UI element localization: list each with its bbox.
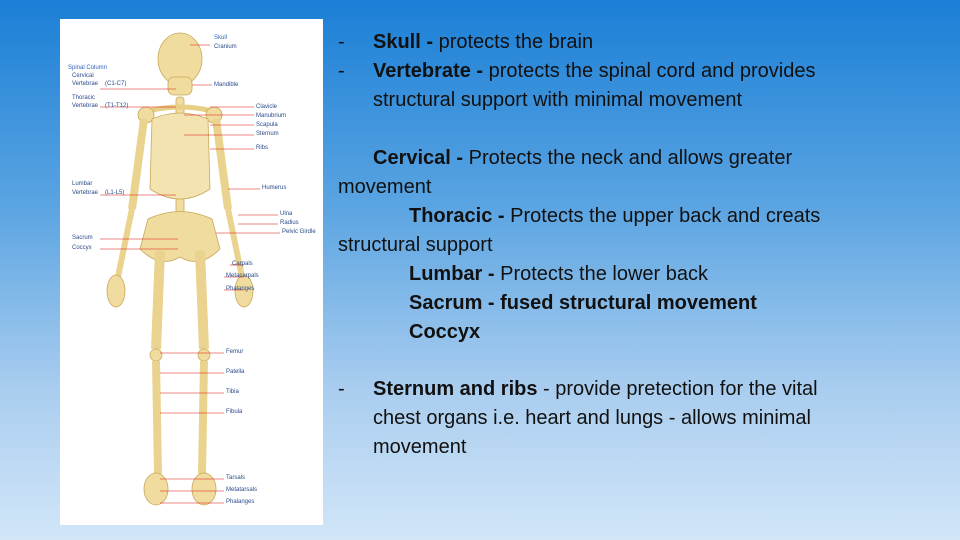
label-radius: Radius bbox=[280, 220, 299, 226]
cervical-line: Cervical - Protects the neck and allows … bbox=[373, 144, 792, 173]
label-vertebrae-l: Vertebrae bbox=[72, 190, 99, 196]
cervical-desc: Protects the neck and allows greater bbox=[463, 147, 793, 169]
label-t-range: (T1-T12) bbox=[105, 103, 129, 109]
thoracic-desc-cont: structural support bbox=[338, 234, 493, 256]
label-metatarsals: Metatarsals bbox=[226, 487, 258, 493]
label-phalanges-hand: Phalanges bbox=[226, 286, 255, 292]
label-spinal-column: Spinal Column bbox=[68, 65, 108, 71]
thoracic-line: Thoracic - Protects the upper back and c… bbox=[409, 202, 820, 231]
skeleton-figure: Skull Cranium Mandible Spinal Column Cer… bbox=[60, 19, 323, 525]
bullet-dash: - bbox=[338, 378, 345, 400]
coccyx-text: Coccyx bbox=[409, 321, 481, 343]
label-lumbar: Lumbar bbox=[72, 181, 93, 187]
label-vertebrae-c: Vertebrae bbox=[72, 81, 99, 87]
thoracic-desc: Protects the upper back and creats bbox=[504, 205, 821, 227]
label-femur: Femur bbox=[226, 349, 244, 355]
lumbar-line: Lumbar - Protects the lower back bbox=[409, 260, 708, 289]
skull-desc: protects the brain bbox=[433, 31, 594, 53]
label-sacrum: Sacrum bbox=[72, 235, 93, 241]
label-cervical: Cervical bbox=[72, 73, 94, 79]
label-sternum: Sternum bbox=[256, 131, 279, 137]
label-coccyx: Coccyx bbox=[72, 245, 92, 251]
label-phalanges-foot: Phalanges bbox=[226, 499, 255, 505]
bullet-skull: - Skull - protects the brain bbox=[338, 28, 593, 57]
label-thoracic: Thoracic bbox=[72, 95, 96, 101]
label-metacarpals: Metacarpals bbox=[226, 273, 259, 279]
label-fibula: Fibula bbox=[226, 409, 243, 415]
lumbar-desc: Protects the lower back bbox=[494, 263, 708, 285]
cervical-desc-cont: movement bbox=[338, 176, 432, 198]
sacrum-text: Sacrum - fused structural movement bbox=[409, 292, 757, 314]
bullet-sternum: - Sternum and ribs - provide pretection … bbox=[338, 375, 818, 404]
label-carpals: Carpals bbox=[232, 261, 253, 267]
vertebrate-desc: protects the spinal cord and provides bbox=[483, 60, 816, 82]
lumbar-term: Lumbar - bbox=[409, 263, 495, 285]
label-tarsals: Tarsals bbox=[226, 475, 246, 481]
sternum-desc-cont: chest organs i.e. heart and lungs - allo… bbox=[373, 407, 811, 429]
bullet-dash: - bbox=[338, 60, 345, 82]
label-patella: Patella bbox=[226, 369, 245, 375]
label-tibia: Tibia bbox=[226, 389, 239, 395]
label-pelvic-girdle: Pelvic Girdle bbox=[282, 229, 316, 235]
bullet-dash: - bbox=[338, 31, 345, 53]
sternum-term: Sternum and ribs bbox=[373, 378, 538, 400]
label-l-range: (L1-L5) bbox=[105, 190, 125, 196]
sternum-desc-cont2: movement bbox=[373, 436, 467, 458]
skeleton-illustration bbox=[100, 32, 280, 506]
label-c-range: (C1-C7) bbox=[105, 81, 127, 87]
label-manubrium: Manubrium bbox=[256, 113, 287, 119]
label-vertebrae-t: Vertebrae bbox=[72, 103, 99, 109]
label-mandible: Mandible bbox=[214, 82, 239, 88]
label-humerus: Humerus bbox=[262, 185, 287, 191]
label-clavicle: Clavicle bbox=[256, 104, 278, 110]
label-cranium: Cranium bbox=[214, 44, 237, 50]
label-ribs: Ribs bbox=[256, 145, 269, 151]
sacrum-line: Sacrum - fused structural movement bbox=[409, 289, 757, 318]
vertebrate-term: Vertebrate - bbox=[373, 60, 484, 82]
cervical-term: Cervical - bbox=[373, 147, 464, 169]
label-ulna: Ulna bbox=[280, 211, 293, 217]
thoracic-term: Thoracic - bbox=[409, 205, 505, 227]
label-skull: Skull bbox=[214, 35, 228, 41]
vertebrate-desc-cont: structural support with minimal movement bbox=[373, 89, 743, 111]
coccyx-line: Coccyx bbox=[409, 318, 480, 347]
sternum-desc: - provide pretection for the vital bbox=[537, 378, 818, 400]
label-scapula: Scapula bbox=[256, 122, 278, 128]
bullet-vertebrate: - Vertebrate - protects the spinal cord … bbox=[338, 57, 815, 86]
skull-term: Skull - bbox=[373, 31, 434, 53]
